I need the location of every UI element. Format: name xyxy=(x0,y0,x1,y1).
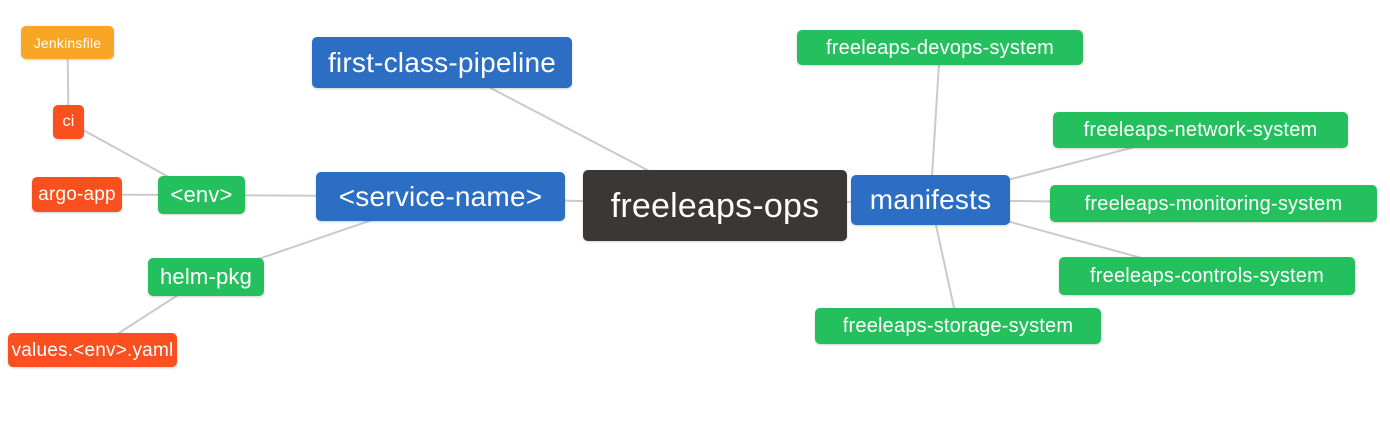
node-first-class-pipeline[interactable]: first-class-pipeline xyxy=(312,37,572,88)
node-jenkinsfile[interactable]: Jenkinsfile xyxy=(21,26,114,59)
node-freeleaps-storage-system[interactable]: freeleaps-storage-system xyxy=(815,308,1101,344)
node-service-name[interactable]: <service-name> xyxy=(316,172,565,221)
node-values-env-yaml[interactable]: values.<env>.yaml xyxy=(8,333,177,367)
node-freeleaps-ops[interactable]: freeleaps-ops xyxy=(583,170,847,241)
node-helm-pkg[interactable]: helm-pkg xyxy=(148,258,264,296)
node-env[interactable]: <env> xyxy=(158,176,245,214)
node-ci[interactable]: ci xyxy=(53,105,84,139)
node-argo-app[interactable]: argo-app xyxy=(32,177,122,212)
node-freeleaps-monitoring-system[interactable]: freeleaps-monitoring-system xyxy=(1050,185,1377,222)
node-freeleaps-devops-system[interactable]: freeleaps-devops-system xyxy=(797,30,1083,65)
node-freeleaps-network-system[interactable]: freeleaps-network-system xyxy=(1053,112,1348,148)
node-freeleaps-controls-system[interactable]: freeleaps-controls-system xyxy=(1059,257,1355,295)
node-manifests[interactable]: manifests xyxy=(851,175,1010,225)
edge-manifests-freeleaps-devops-system xyxy=(929,47,941,201)
